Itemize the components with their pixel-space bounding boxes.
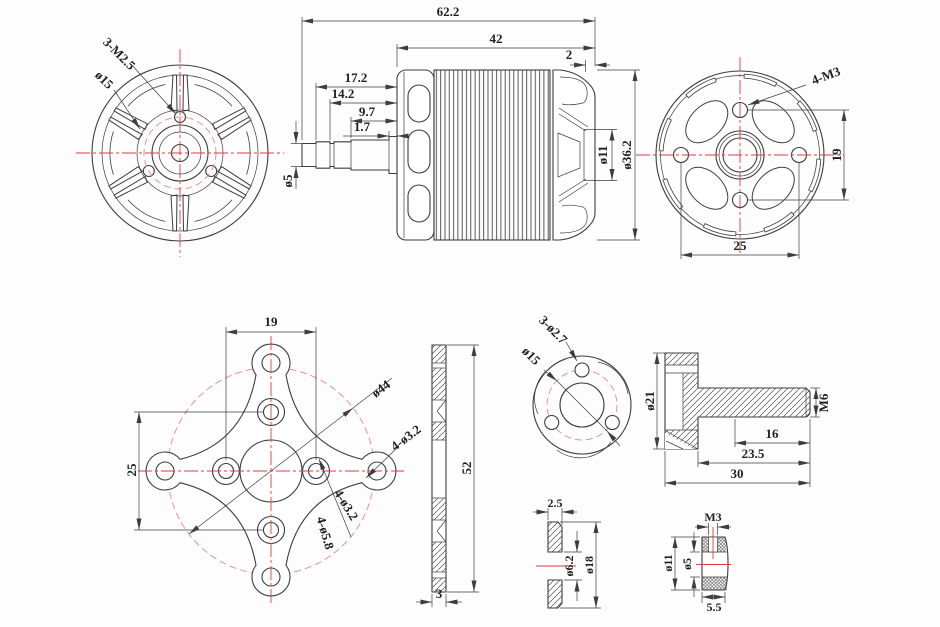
dim-shaft-len1: 17.2 [345, 70, 368, 85]
dim-shaft-len2: 14.2 [332, 86, 355, 101]
dim-adapter-thread: M6 [816, 393, 831, 412]
dim-adapter-thread-length: 16 [766, 426, 780, 441]
dim-body-length: 42 [490, 31, 503, 46]
dim-washer-outer: ø18 [582, 556, 596, 574]
motor-front-view: 3-M2.5 ø15 [76, 34, 284, 257]
dim-shaft-len3: 9.7 [359, 104, 376, 119]
dim-collar-width: 5.5 [707, 600, 722, 614]
callout-rear-holes: 4-M3 [809, 63, 842, 87]
leader-line [565, 341, 578, 362]
dim-collar-outer: ø11 [661, 554, 675, 571]
leader-line [747, 84, 807, 106]
dim-shaft-dia: ø5 [280, 174, 295, 188]
dim-mount-spacing-h: 19 [265, 314, 279, 329]
dim-adapter-shaft-length: 23.5 [742, 446, 765, 461]
dim-mount-thickness: 3 [436, 586, 443, 601]
motor-side-view: 62.2 42 2 17.2 14.2 9.7 1.7 ø5 ø11 ø36.2 [280, 4, 640, 241]
leader-line [130, 63, 177, 115]
dim-collar-bore: ø5 [680, 558, 694, 570]
dim-shaft-len4: 1.7 [354, 119, 371, 134]
dim-adapter-overall-length: 30 [731, 466, 744, 481]
shaft-collar-view: M3 ø11 ø5 5.5 [661, 510, 731, 614]
flange-bolt-circle [546, 369, 618, 441]
dim-adapter-flange-dia: ø21 [642, 391, 657, 411]
dim-body-dia: ø36.2 [619, 140, 634, 169]
dim-rear-hole-spacing-h: 25 [734, 238, 748, 253]
mount-side-view: 52 3 [416, 344, 479, 607]
prop-flange-view: 3-ø2.7 ø15 [519, 312, 632, 459]
dim-washer-thickness: 2.5 [548, 496, 563, 510]
callout-flange-bolt-circle: ø15 [519, 343, 544, 368]
dim-mount-length: 52 [459, 462, 474, 475]
dim-rear-offset: 2 [566, 47, 573, 62]
motor-ribs [433, 69, 551, 241]
mount-front-view: 19 25 ø44 4-ø3.2 4-ø3.2 4-ø5.8 [124, 314, 424, 606]
callout-mount-inner-holes: 4-ø3.2 [331, 487, 362, 523]
washer-view: 2.5 ø6.2 ø18 [533, 496, 601, 609]
dim-boss-dia: ø11 [595, 146, 610, 165]
callout-mount-counterbores: 4-ø5.8 [314, 515, 338, 552]
callout-front-bolt-circle: ø15 [92, 67, 117, 92]
leader-line [318, 458, 352, 538]
callout-mount-tip-holes: 4-ø3.2 [388, 422, 424, 454]
prop-adapter-view: ø21 M6 16 23.5 30 [642, 352, 831, 487]
dim-collar-thread: M3 [704, 510, 721, 524]
dim-mount-spacing-v: 25 [124, 463, 139, 477]
dim-washer-bore: ø6.2 [562, 556, 576, 577]
leader-line [113, 89, 141, 130]
dim-overall-length: 62.2 [437, 4, 460, 19]
leader-line [365, 445, 400, 479]
callout-flange-holes: 3-ø2.7 [536, 312, 571, 347]
dim-rear-hole-spacing-v: 19 [829, 148, 844, 162]
motor-rear-view: 4-M3 19 25 [636, 57, 849, 259]
callout-front-holes: 3-M2.5 [100, 34, 139, 73]
